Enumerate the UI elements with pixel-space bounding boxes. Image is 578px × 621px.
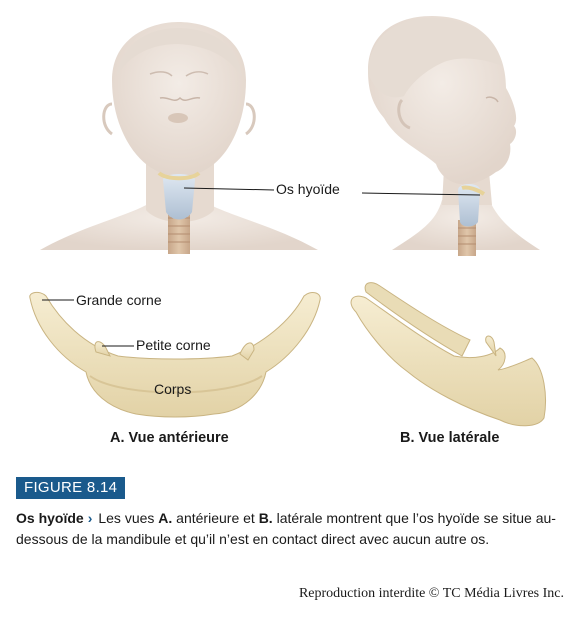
caption-text-1: Les vues (98, 510, 159, 526)
os-hyoide-leader-right (361, 192, 481, 196)
caption-ref-b: B. (258, 510, 273, 526)
hyoid-anterior-drawing (29, 291, 321, 418)
chevron-right-icon: › (87, 510, 93, 526)
frontal-head-drawing (40, 22, 318, 254)
label-os-hyoide: Os hyoïde (276, 181, 340, 197)
label-petite-corne: Petite corne (136, 337, 211, 353)
caption-title: Os hyoïde (16, 510, 84, 526)
os-hyoide-leader-left (183, 187, 275, 191)
figure-number-badge: FIGURE 8.14 (16, 477, 126, 499)
label-corps: Corps (154, 381, 192, 397)
view-label-lateral: B. Vue latérale (400, 430, 500, 446)
caption-text-3: latérale montrent que l’os hyoïde se sit… (16, 510, 556, 547)
caption-ref-a: A. (158, 510, 173, 526)
illustration (29, 16, 546, 427)
hyoid-lateral-drawing (350, 282, 546, 427)
profile-head-drawing (368, 16, 540, 256)
figure-caption: Os hyoïde› Les vues A. antérieure et B. l… (16, 508, 566, 550)
view-label-anterior: A. Vue antérieure (110, 430, 229, 446)
caption-text-2: antérieure et (172, 510, 259, 526)
label-grande-corne: Grande corne (76, 292, 162, 308)
copyright-notice: Reproduction interdite © TC Média Livres… (298, 586, 564, 601)
